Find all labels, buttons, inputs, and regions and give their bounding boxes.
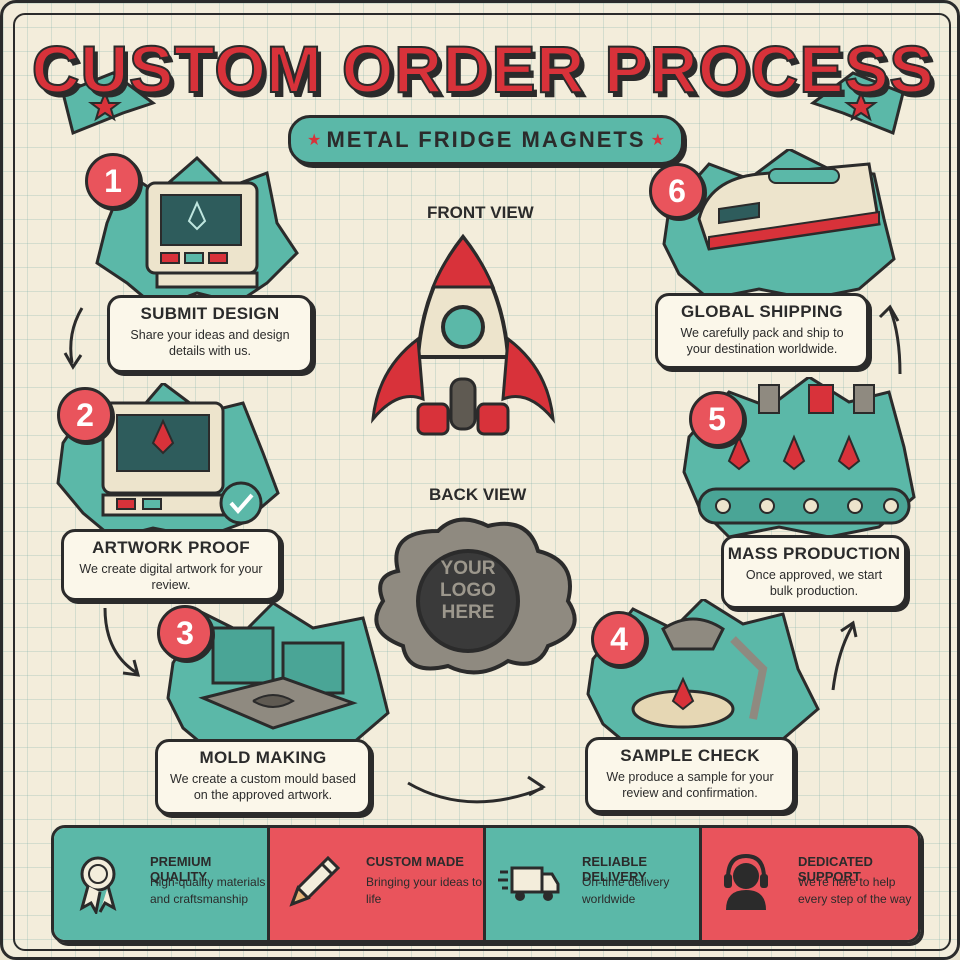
front-view-label: FRONT VIEW [427,203,534,222]
headset-support-icon [724,853,768,910]
feature-premium-quality: PREMIUM QUALITY High-quality materials a… [54,828,270,940]
feature-description: On-time delivery worldwide [582,875,670,906]
step-card: SAMPLE CHECK We produce a sample for you… [585,737,795,813]
step-3: 3 MOLD MAKING We create a custom mould b… [153,603,393,815]
retro-computer-icon [95,155,299,310]
step-title: MASS PRODUCTION [727,544,901,563]
star-icon: ★ [650,132,665,149]
step-description: We produce a sample for your review and … [606,770,774,800]
step-description: Share your ideas and design details with… [130,328,290,358]
magnet-back-shape [374,517,577,675]
feature-reliable-delivery: RELIABLE DELIVERY On-time delivery world… [486,828,702,940]
step-title: GLOBAL SHIPPING [681,302,843,321]
mold-machine-icon [166,603,390,753]
feature-description: We're here to help every step of the way [798,875,912,906]
step-5: 5 MASS PRODUCTION Once approved, we star… [679,377,919,609]
step-title: ARTWORK PROOF [92,538,250,557]
arrow-2-to-3 [103,607,141,677]
step-card: ARTWORK PROOF We create digital artwork … [61,529,281,601]
arrow-5-to-6 [878,304,902,375]
step-card: MASS PRODUCTION Once approved, we start … [721,535,907,609]
logo-text-line: YOUR [440,558,496,579]
step-number-badge: 3 [157,605,213,661]
feature-custom-made: CUSTOM MADE Bringing your ideas to life [270,828,486,940]
logo-text-line: LOGO [440,580,496,601]
step-description: We create a custom mould based on the ap… [170,772,356,802]
step-1: 1 SUBMIT DESIGN Share your ideas and des… [77,153,317,373]
page-subtitle: METAL FRIDGE MAGNETS [326,127,646,152]
step-number-badge: 5 [689,391,745,447]
feature-title: DEDICATED SUPPORT [798,854,873,884]
step-description: Once approved, we start bulk production. [745,568,883,598]
rocket-magnet-front [371,233,555,436]
left-star-burst [61,71,157,136]
star-icon: ★ [307,132,322,149]
right-star-burst [809,71,905,136]
features-bar: PREMIUM QUALITY High-quality materials a… [51,825,921,943]
step-number-badge: 2 [57,387,113,443]
step-title: MOLD MAKING [199,748,327,767]
step-description: We create digital artwork for your revie… [79,562,263,592]
step-description: We carefully pack and ship to your desti… [680,326,844,356]
feature-title: PREMIUM QUALITY [150,854,212,884]
step-number-badge: 6 [649,163,705,219]
delivery-truck-icon [498,866,560,901]
award-ribbon-icon [79,856,117,914]
feature-description: High-quality materials and craftsmanship [150,875,266,906]
pencil-icon [289,855,341,907]
arrow-4-to-5 [831,620,858,691]
step-4: 4 SAMPLE CHECK We produce a sample for y… [583,599,823,813]
arrow-1-to-2 [63,307,84,370]
step-number-badge: 1 [85,153,141,209]
step-2: 2 ARTWORK PROOF We create digital artwor… [43,383,283,603]
step-title: SUBMIT DESIGN [140,304,280,323]
feature-title: RELIABLE DELIVERY [582,854,647,884]
step-title: SAMPLE CHECK [620,746,760,765]
feature-title: CUSTOM MADE [366,854,464,869]
step-card: SUBMIT DESIGN Share your ideas and desig… [107,295,313,373]
logo-placeholder: YOUR LOGO HERE [423,558,513,624]
feature-description: Bringing your ideas to life [366,875,483,906]
feature-dedicated-support: DEDICATED SUPPORT We're here to help eve… [702,828,918,940]
step-card: MOLD MAKING We create a custom mould bas… [155,739,371,815]
subtitle-ribbon: ★ METAL FRIDGE MAGNETS ★ [288,115,684,165]
back-view-label: BACK VIEW [429,485,527,504]
proof-monitor-icon [56,383,280,540]
logo-text-line: HERE [441,602,495,623]
step-6: 6 GLOBAL SHIPPING We carefully pack and … [649,149,899,369]
step-number-badge: 4 [591,611,647,667]
train-icon [662,149,896,299]
step-card: GLOBAL SHIPPING We carefully pack and sh… [655,293,869,369]
arrow-3-to-4 [407,775,546,804]
page-title: CUSTOM ORDER PROCESS [31,31,935,107]
